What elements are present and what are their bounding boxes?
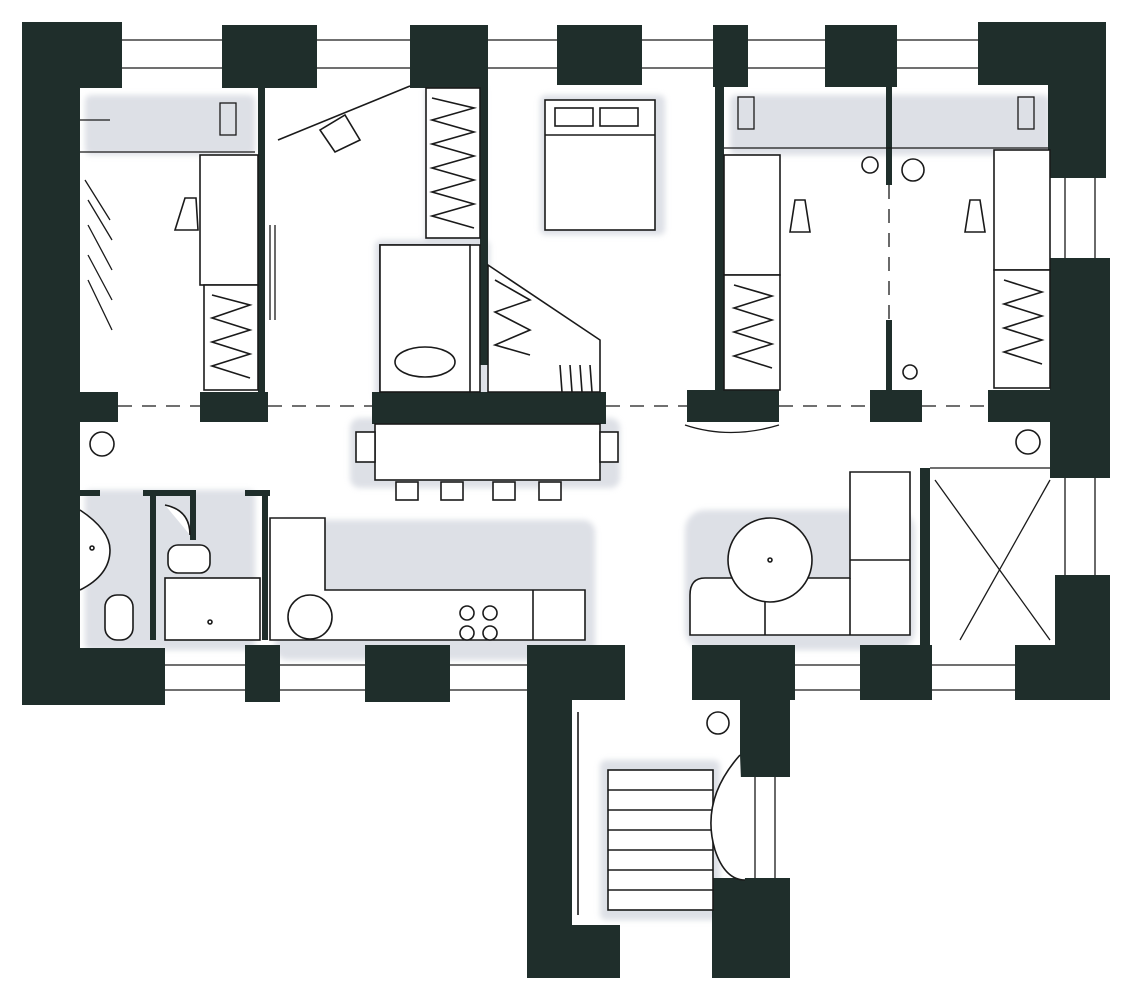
toilet: [164, 504, 211, 574]
walls: [22, 22, 1110, 978]
wardrobe-3: [487, 263, 601, 393]
round-table: [727, 517, 813, 603]
lamps: [89, 156, 1041, 735]
dining-chairs: [355, 431, 619, 501]
balcony-door: [934, 479, 1051, 641]
closet-door: [277, 85, 411, 154]
desk-right-2: [964, 149, 1051, 271]
windows: [122, 39, 1096, 878]
desk-left: [173, 154, 259, 286]
sink: [79, 509, 111, 591]
wardrobe-5: [993, 269, 1051, 389]
stair-treads: [577, 712, 746, 915]
wardrobe-2: [425, 87, 481, 239]
wardrobe-4: [723, 274, 781, 391]
interior-lines: [80, 96, 1050, 469]
wardrobe-1: [203, 284, 259, 391]
shower: [104, 577, 261, 641]
dining-table: [374, 423, 601, 481]
stove: [269, 517, 586, 641]
door-arc: [684, 424, 780, 434]
left-bed-stripes: [84, 179, 276, 331]
double-bed: [544, 99, 656, 231]
desk-right-1: [723, 154, 811, 276]
bathtub: [379, 244, 481, 393]
